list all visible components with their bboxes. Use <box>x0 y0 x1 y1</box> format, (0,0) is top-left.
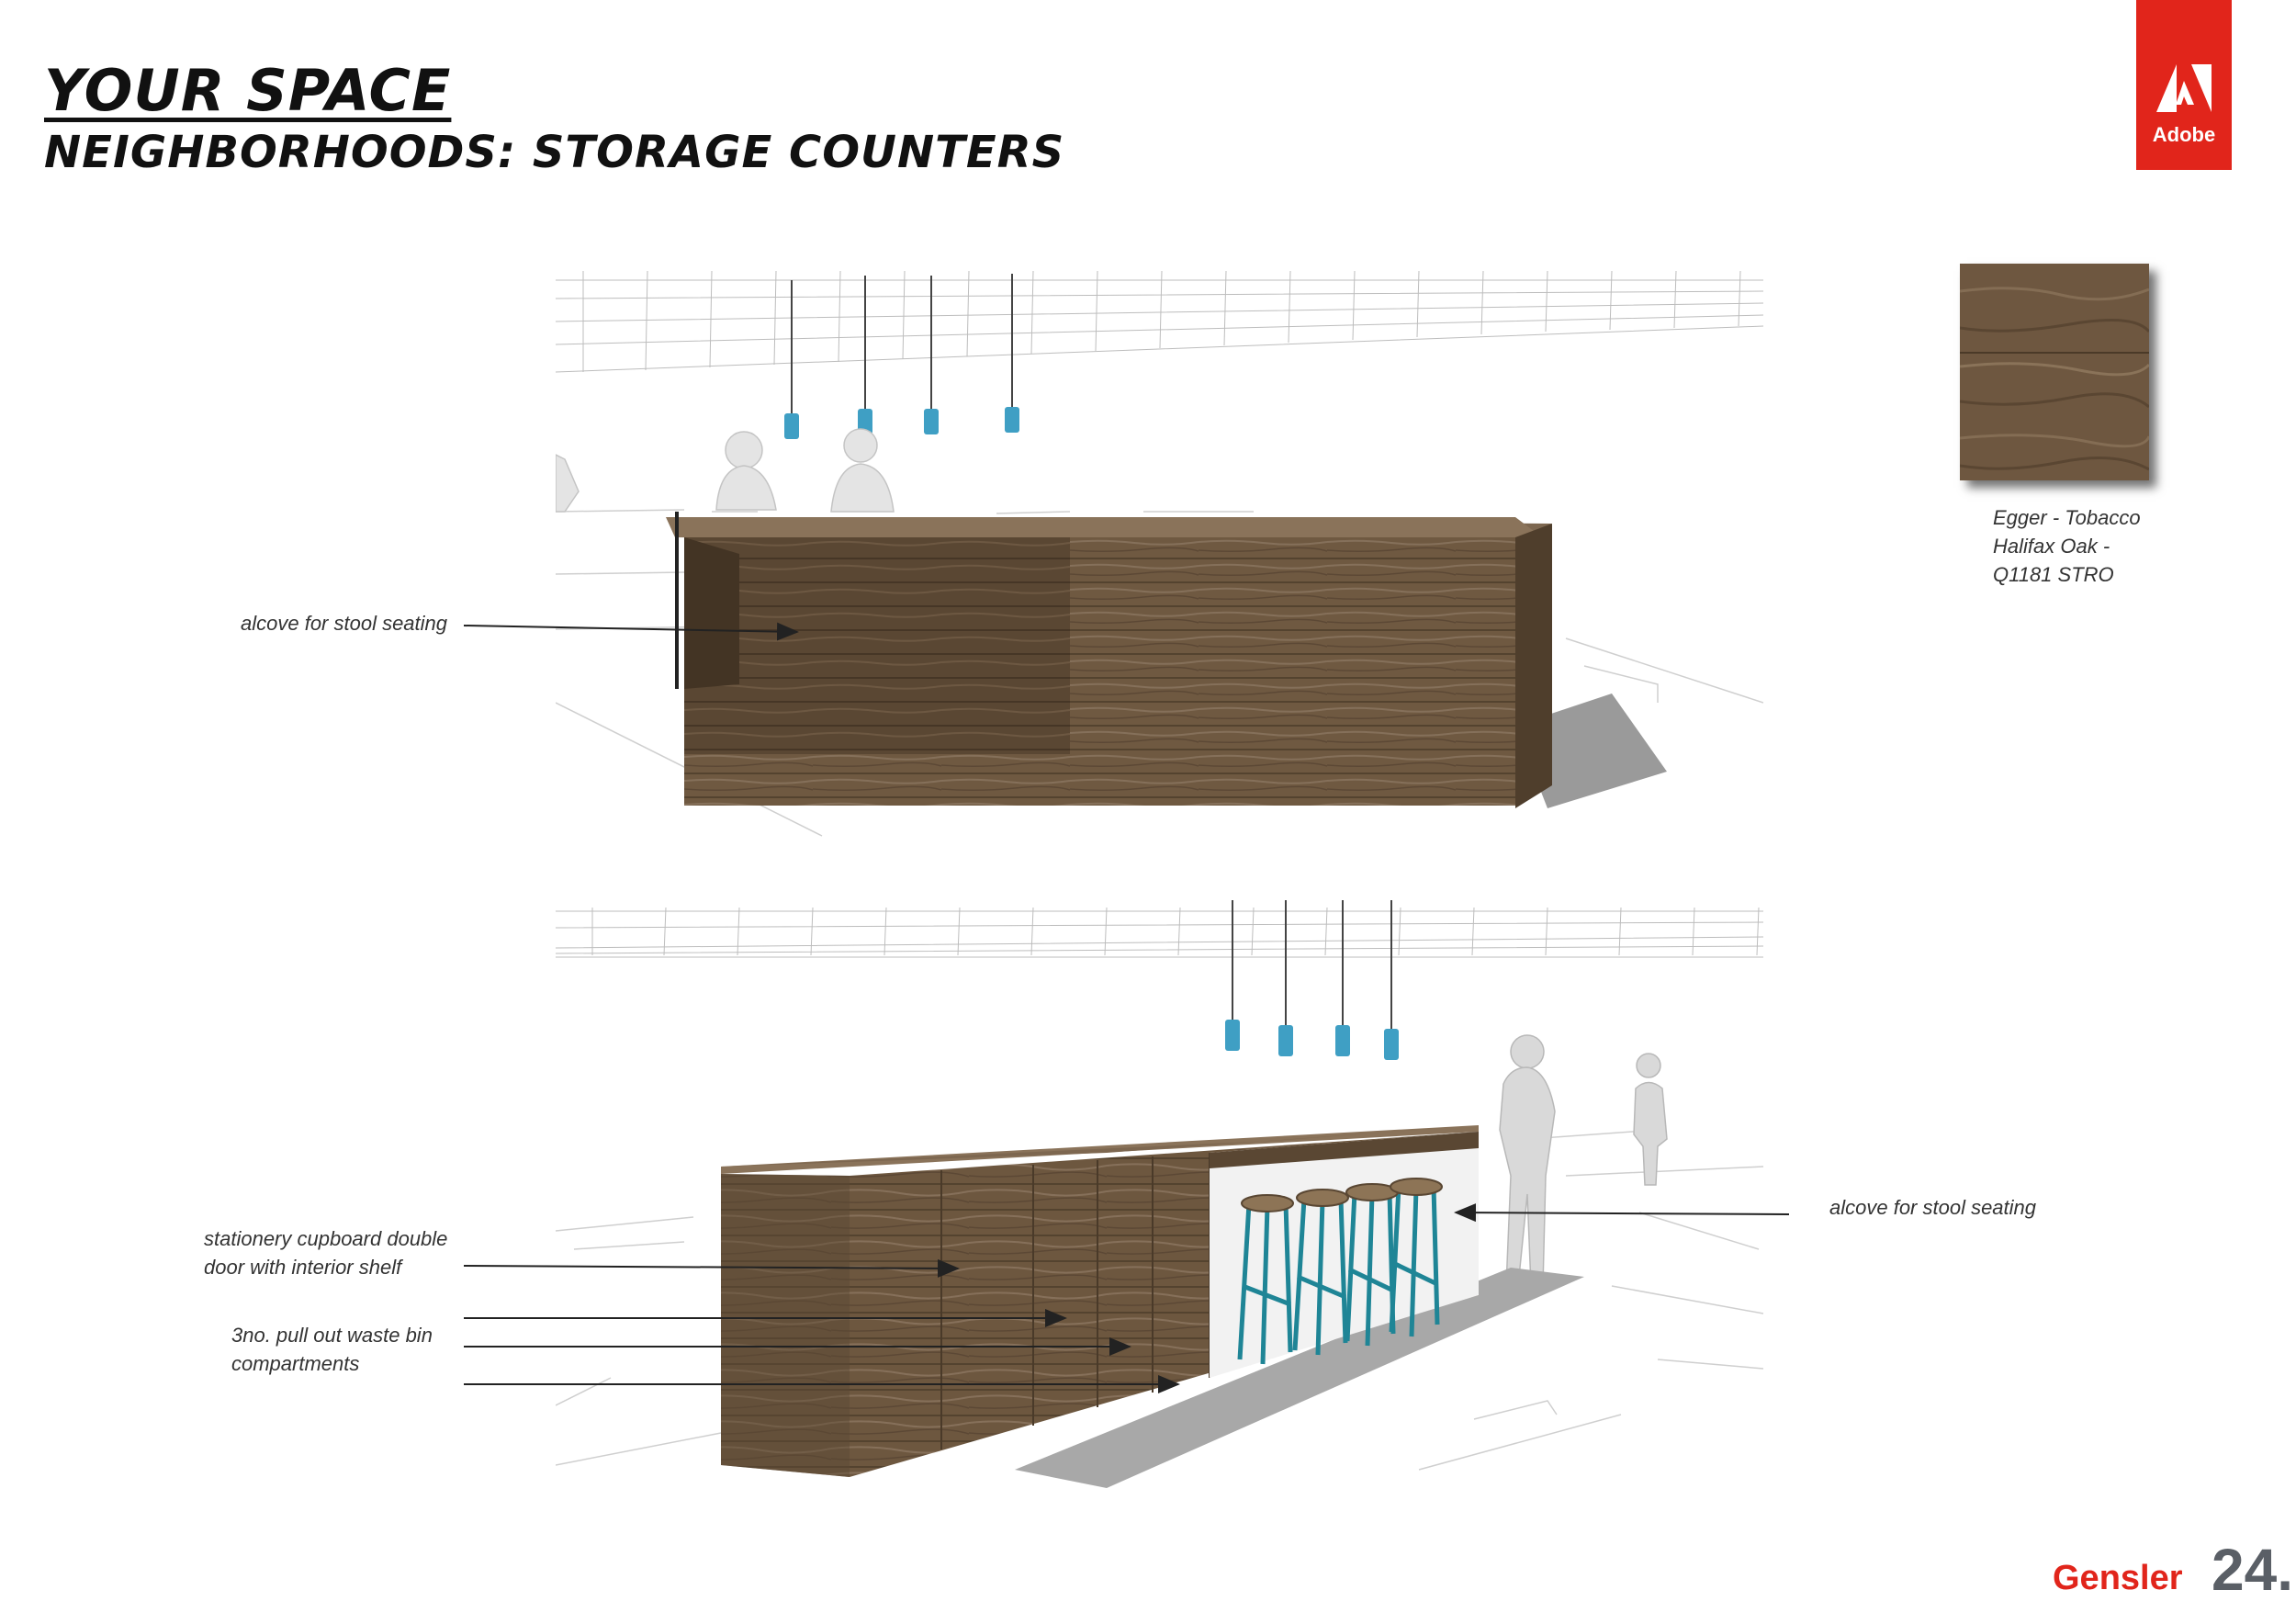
ceiling-grid <box>556 271 1763 373</box>
counter-render-top <box>556 271 1763 837</box>
stools <box>1237 1186 1440 1365</box>
adobe-a-icon <box>2156 64 2212 112</box>
stool-seats <box>1241 1178 1443 1212</box>
adobe-logo-text: Adobe <box>2152 123 2216 146</box>
alcove-label-bottom: alcove for stool seating <box>1829 1196 2037 1219</box>
material-label: Egger - Tobacco Halifax Oak - Q1181 STRO <box>1993 506 2141 586</box>
ceiling-grid <box>556 907 1763 958</box>
material-swatch <box>1960 264 2149 480</box>
people-silhouettes <box>556 428 895 513</box>
page-title: YOUR SPACE <box>44 57 452 124</box>
cupboard-label: stationery cupboard double door with int… <box>204 1227 448 1279</box>
gensler-logo: Gensler <box>2053 1559 2183 1597</box>
waste-bin-label: 3no. pull out waste bin compartments <box>231 1324 433 1375</box>
counter-render-bottom <box>556 900 1763 1488</box>
adobe-logo: Adobe <box>2136 0 2232 170</box>
page-subtitle: NEIGHBORHOODS: STORAGE COUNTERS <box>44 127 1065 178</box>
pendant-lights <box>1225 900 1399 1060</box>
people-silhouettes <box>1499 1034 1668 1287</box>
pendant-lights <box>784 274 1019 439</box>
alcove-label-top: alcove for stool seating <box>241 612 448 635</box>
page-number: 24. <box>2212 1537 2293 1603</box>
floor-lines <box>556 1129 1763 1471</box>
